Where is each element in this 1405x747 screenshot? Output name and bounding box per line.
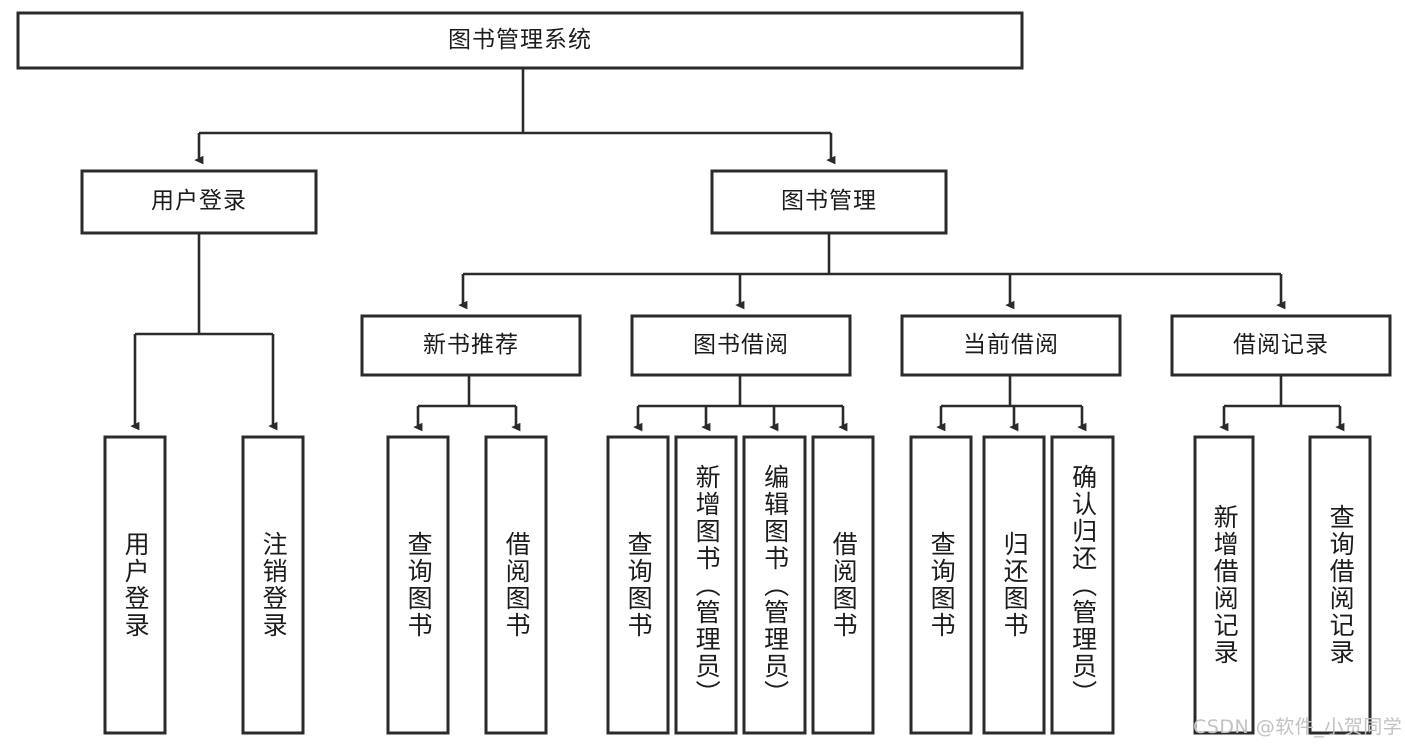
edges-new-book-recommend-to-leaves [418,375,516,427]
node-box-book-borrow[interactable] [630,314,852,377]
node-box-leaf-add-book[interactable] [674,435,738,735]
node-box-book-manage[interactable] [710,169,948,235]
node-box-borrow-record[interactable] [1170,314,1392,377]
edges-user-login-to-leaves [135,233,273,426]
edges-borrow-record-to-leaves [1224,375,1340,427]
node-box-leaf-borrow-book[interactable] [811,435,875,735]
node-box-leaf-return-book[interactable] [982,435,1046,735]
edges-current-borrow-to-leaves [941,375,1082,427]
node-box-leaf-borrow-book-recommend[interactable] [484,435,548,735]
node-box-current-borrow[interactable] [900,314,1122,377]
node-box-leaf-logout[interactable] [241,435,305,735]
csdn-watermark: CSDN @软件_小贺同学 [1193,716,1403,738]
node-box-leaf-query-book[interactable] [606,435,670,735]
node-box-leaf-user-login[interactable] [103,435,167,735]
node-box-leaf-query-book-current[interactable] [909,435,973,735]
node-box-leaf-confirm-return[interactable] [1050,435,1115,735]
node-box-root[interactable] [16,11,1024,70]
node-box-leaf-edit-book[interactable] [742,435,807,735]
node-box-new-book-recommend[interactable] [360,314,582,377]
edges-book-borrow-to-leaves [638,375,843,427]
node-box-leaf-query-book-recommend[interactable] [386,435,450,735]
edges-book-manage-to-level3 [463,233,1281,305]
node-boxes-layer [16,11,1392,735]
node-box-leaf-add-borrow-record[interactable] [1193,435,1255,735]
node-box-user-login[interactable] [80,169,318,235]
edges-root-to-level2 [199,68,831,160]
node-box-leaf-query-borrow-record[interactable] [1308,435,1372,735]
